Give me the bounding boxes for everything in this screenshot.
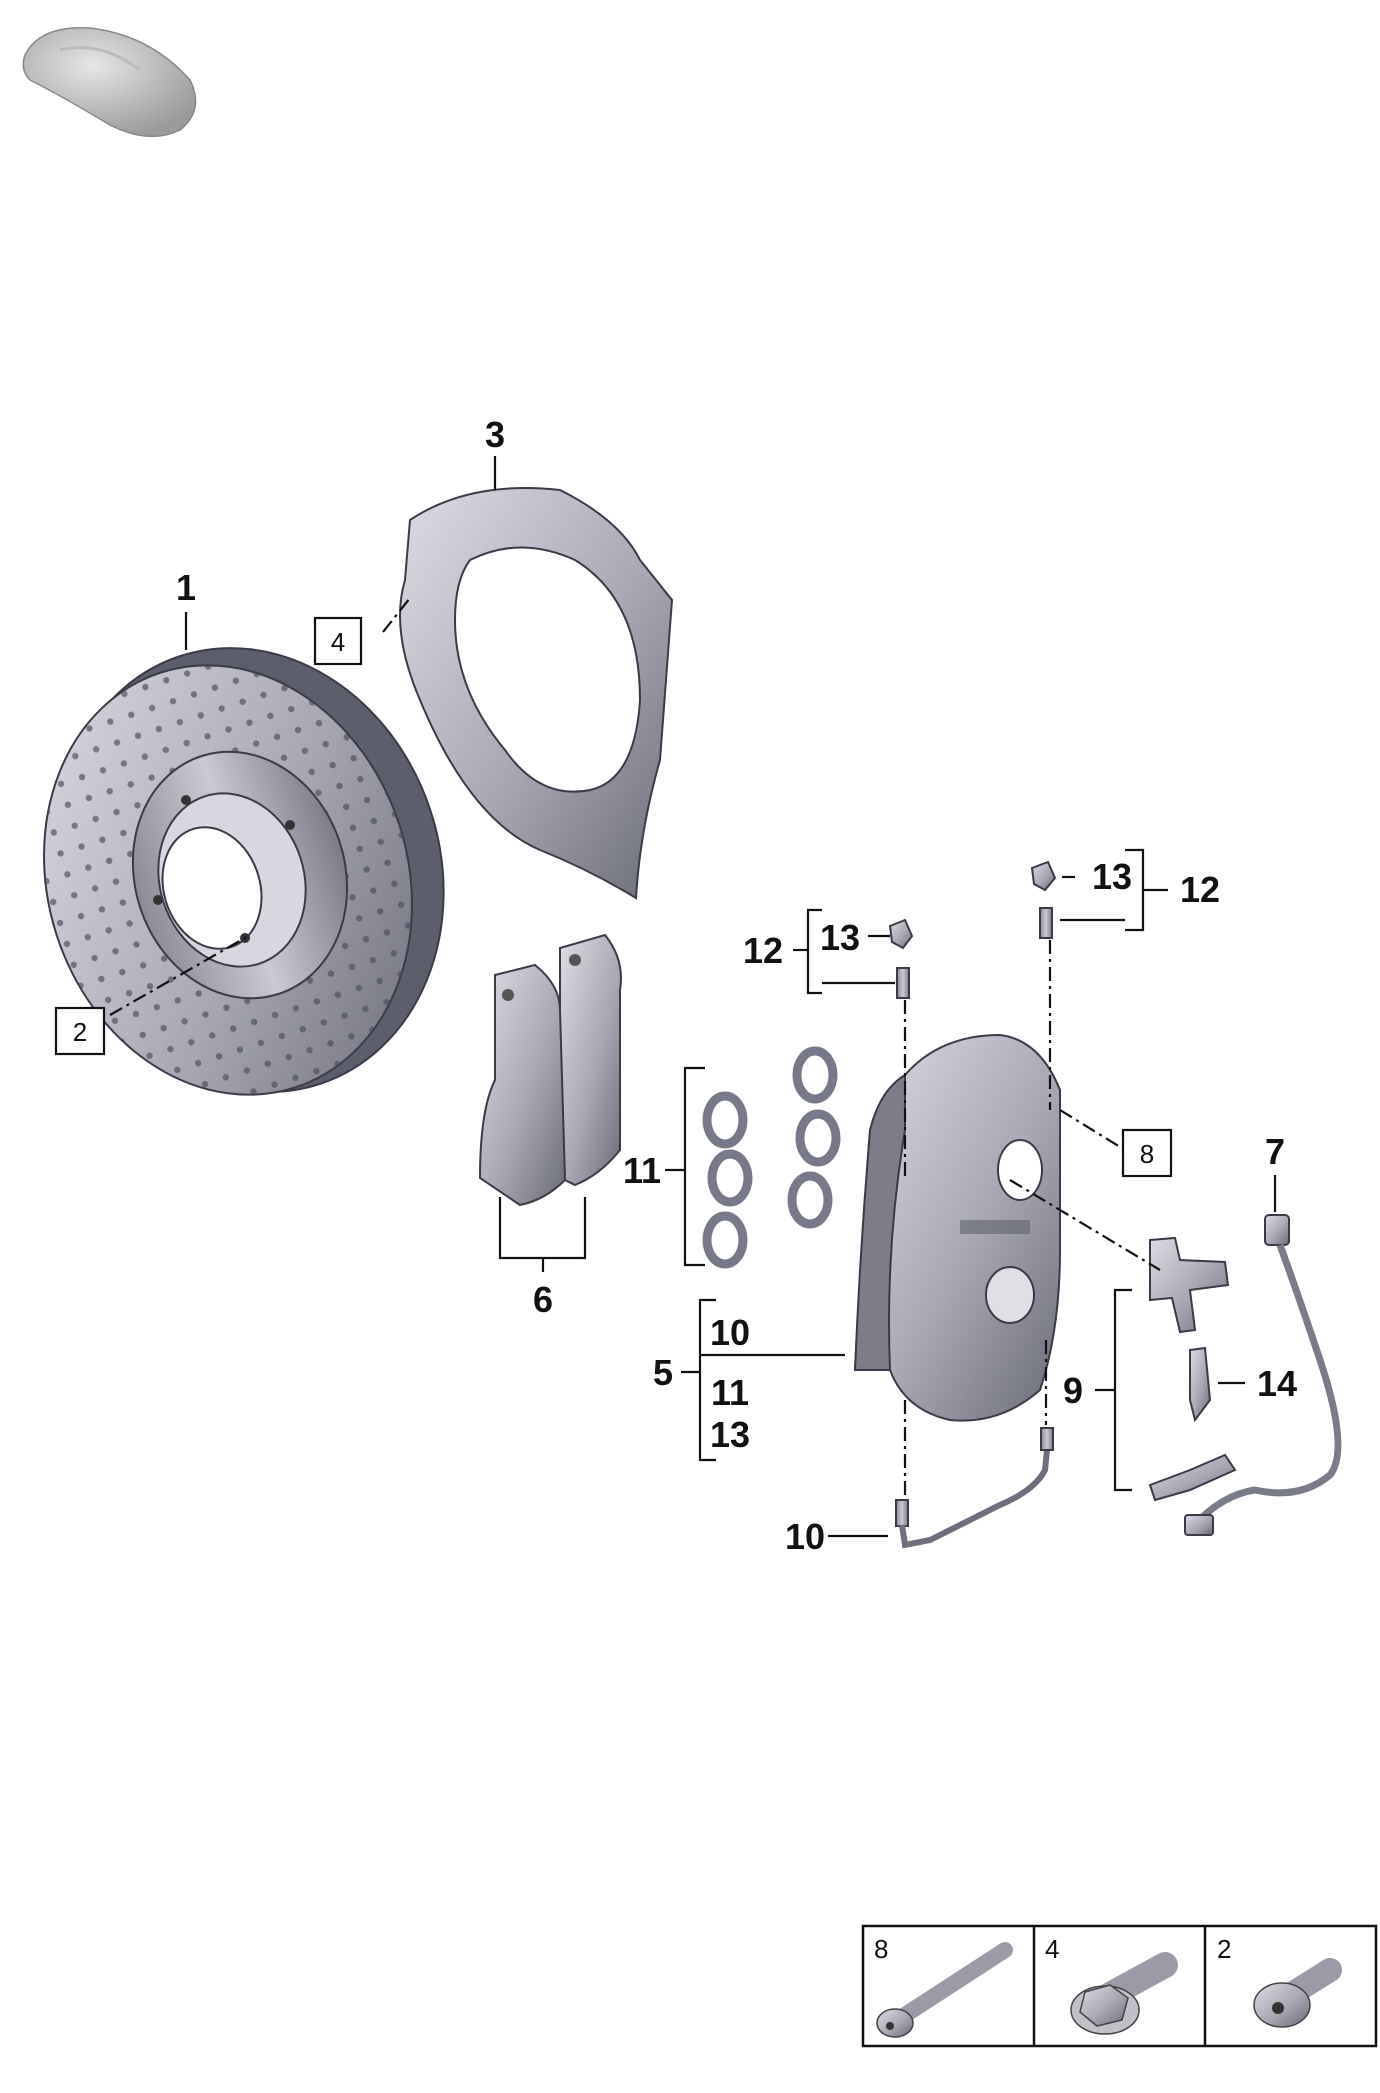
callout-2: 2 [73, 1017, 87, 1047]
bleeder-caps-part [888, 860, 1057, 950]
callout-14: 14 [1257, 1363, 1297, 1404]
callout-13-group: 13 [710, 1414, 750, 1455]
brake-disc-part [43, 647, 445, 1096]
legend-8-number: 8 [874, 1934, 888, 1964]
leader-lines [109, 456, 1277, 1538]
legend-4-number: 4 [1045, 1934, 1059, 1964]
callout-8: 8 [1140, 1139, 1154, 1169]
piston-seals-part [702, 1046, 841, 1269]
vehicle-thumbnail-icon [22, 26, 197, 138]
hex-flange-bolt-icon [1070, 1952, 1178, 2035]
bleeder-valves-part [896, 907, 1053, 999]
fastener-legend: 8 4 2 [861, 1924, 1378, 2048]
brake-pads-part [478, 933, 622, 1207]
spring-kit-part [1148, 1236, 1237, 1502]
countersunk-screw-icon [1253, 1958, 1342, 2028]
callout-12-right: 12 [1180, 869, 1220, 910]
callout-12-left: 12 [743, 930, 783, 971]
wear-sensor-part [1184, 1214, 1342, 1536]
callout-10-lower: 10 [785, 1516, 825, 1557]
callout-10-group: 10 [710, 1312, 750, 1353]
callout-13-right: 13 [1092, 856, 1132, 897]
callout-11-seals: 11 [623, 1150, 661, 1191]
callout-1: 1 [176, 567, 196, 608]
callout-5: 5 [653, 1352, 673, 1393]
callout-11-group: 11 [711, 1372, 749, 1413]
long-bolt-icon [876, 1942, 1013, 2038]
callout-8-box [1121, 1128, 1173, 1178]
callout-2-box [54, 1006, 106, 1056]
callout-3: 3 [485, 414, 505, 455]
callout-4: 4 [331, 627, 345, 657]
callout-9: 9 [1063, 1370, 1083, 1411]
callout-4-box [313, 616, 363, 666]
callout-7: 7 [1265, 1131, 1285, 1172]
bleeder-line-part [895, 1427, 1054, 1549]
callout-6: 6 [533, 1279, 553, 1320]
legend-2-number: 2 [1217, 1934, 1231, 1964]
callout-13-left: 13 [820, 917, 860, 958]
brake-cover-plate-part [399, 487, 674, 900]
brake-caliper-part [853, 1033, 1061, 1422]
